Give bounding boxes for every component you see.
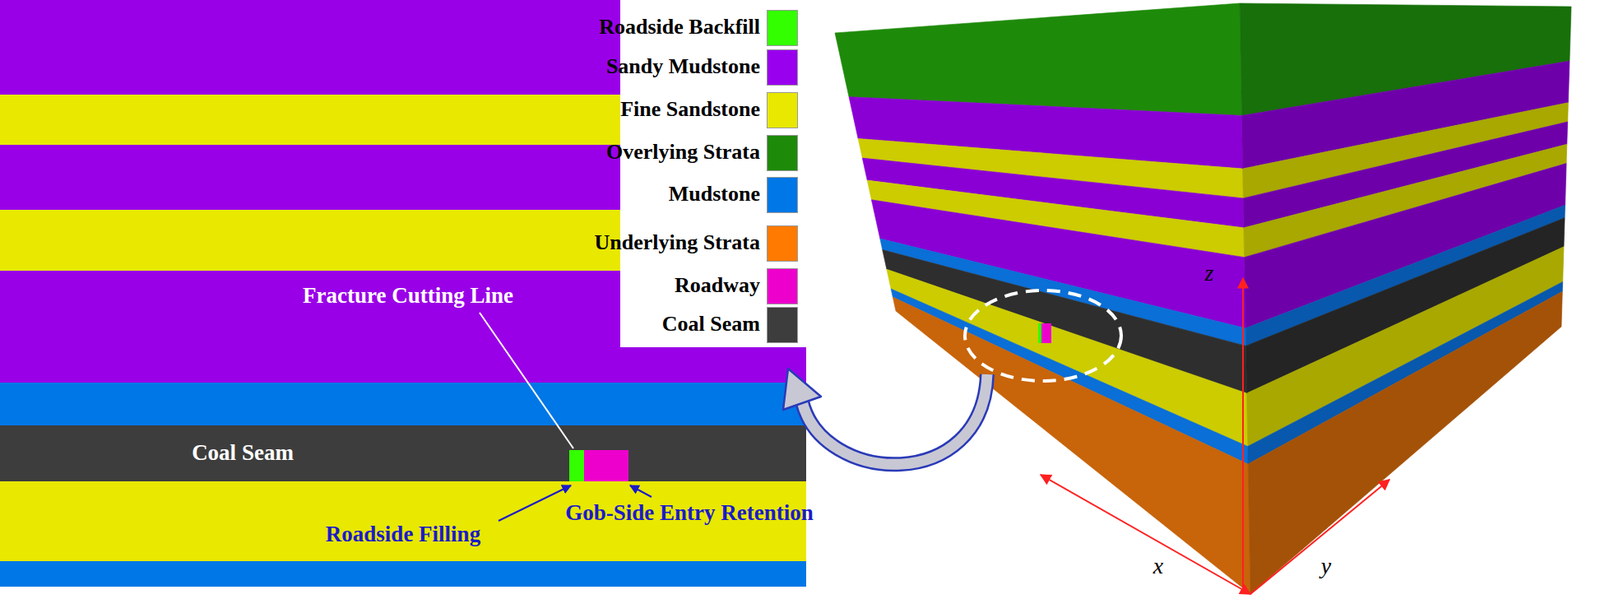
legend-swatch (766, 9, 798, 47)
roadside-filling (1038, 323, 1042, 344)
axis-label: y (1321, 552, 1332, 580)
coal-seam-band (0, 425, 807, 482)
block-faces (834, 3, 1572, 594)
legend-swatch (766, 268, 798, 305)
legend-swatch (766, 92, 798, 129)
callout-label: Fracture Cutting Line (302, 282, 514, 309)
leader-arrow (630, 485, 652, 497)
legend-text: Roadside Backfill (598, 14, 761, 40)
callout-label: Roadside Filling (325, 521, 481, 548)
block-details (783, 278, 1390, 594)
legend-text: Sandy Mudstone (606, 54, 761, 79)
zoom-arrow-head (783, 368, 821, 410)
legend-text: Roadway (674, 273, 761, 298)
legend-text: Underlying Strata (594, 230, 761, 256)
legend-swatch (766, 176, 798, 214)
block-layer (834, 3, 1243, 116)
coal-seam-band: Coal Seam (0, 425, 807, 482)
leader-line (479, 312, 574, 449)
leader-arrow (498, 485, 571, 521)
roadway (584, 449, 629, 482)
x-axis (1040, 474, 1251, 594)
y-axis (1250, 479, 1390, 594)
callout-label: Gob-Side Entry Retention (565, 500, 814, 526)
legend-text: Overlying Strata (606, 139, 761, 165)
legend-text: Coal Seam (662, 311, 761, 337)
roadside-filling (569, 449, 585, 482)
z-axis (1242, 278, 1244, 594)
zoom-arrow-outline (802, 374, 988, 464)
legend-swatch (766, 49, 798, 86)
legend-text: Mudstone (668, 181, 761, 207)
mudstone-band (0, 561, 807, 587)
cross-section (0, 0, 807, 587)
legend-box (620, 0, 807, 348)
roadway (1041, 323, 1052, 344)
zoom-arrow (802, 374, 988, 464)
legend-swatch (766, 134, 798, 172)
legend-text: Fine Sandstone (620, 97, 761, 122)
band-label: Coal Seam (191, 440, 294, 466)
legend-swatch (766, 225, 798, 262)
highlight-ellipse (964, 290, 1122, 381)
sandy-mudstone-band (0, 270, 807, 383)
axis-label: z (1205, 259, 1215, 287)
axis-label: x (1153, 552, 1164, 580)
mudstone-band (0, 382, 807, 426)
legend-swatch (766, 306, 798, 344)
block-layer (1247, 291, 1563, 594)
